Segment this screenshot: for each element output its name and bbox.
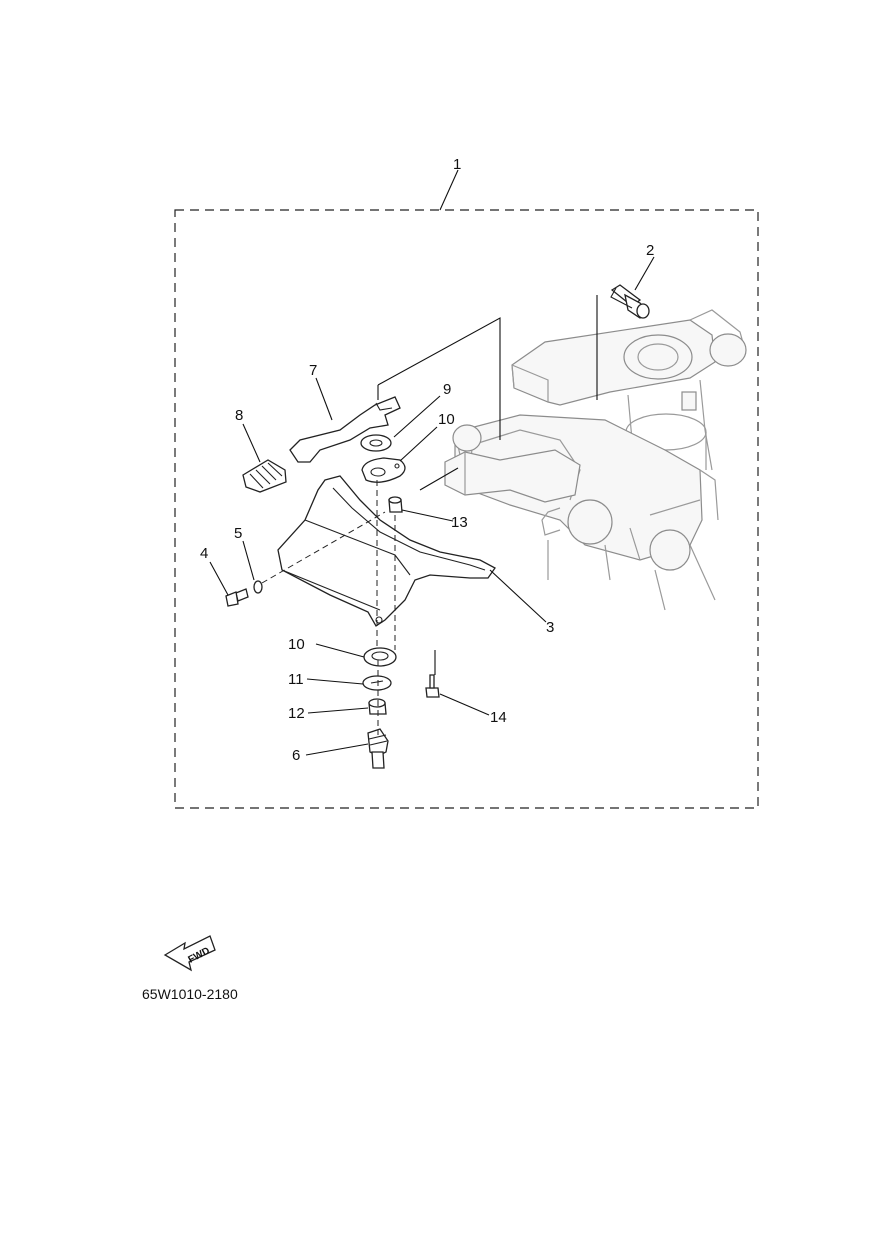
diagram-code: 65W1010-2180: [142, 986, 238, 1002]
friction-piece: [362, 675, 392, 691]
steering-bracket: [277, 475, 496, 627]
screw: [425, 674, 440, 698]
callout-14: 14: [490, 709, 507, 726]
callout-1: 1: [453, 156, 461, 173]
callout-3: 3: [546, 619, 554, 636]
steering-housing: [444, 309, 747, 611]
friction-plate-upper: [361, 457, 406, 483]
grease-nipple: [610, 284, 650, 319]
callout-9: 9: [443, 381, 451, 398]
leader-lines: [209, 169, 655, 756]
callout-11: 11: [288, 671, 304, 688]
callout-6: 6: [292, 747, 300, 764]
assembly-lines: [261, 295, 598, 735]
callout-8: 8: [235, 407, 243, 424]
friction-bolt: [367, 728, 389, 769]
callout-13: 13: [451, 514, 468, 531]
washer: [360, 434, 392, 452]
forward-arrow-icon: FWD: [163, 935, 216, 972]
callout-12: 12: [288, 705, 305, 722]
lever-grip: [242, 459, 287, 493]
callout-7: 7: [309, 362, 317, 379]
steering-friction-lever: [289, 396, 401, 463]
callout-2: 2: [646, 242, 654, 259]
washer-small: [253, 580, 263, 594]
bolt: [225, 588, 249, 607]
callout-5: 5: [234, 525, 242, 542]
callout-10-lower: 10: [288, 636, 305, 653]
friction-plate-lower: [363, 647, 397, 667]
collar: [388, 496, 403, 513]
nut: [368, 698, 387, 715]
callout-10-upper: 10: [438, 411, 455, 428]
callout-4: 4: [200, 545, 208, 562]
assembly-frame: [174, 209, 759, 809]
